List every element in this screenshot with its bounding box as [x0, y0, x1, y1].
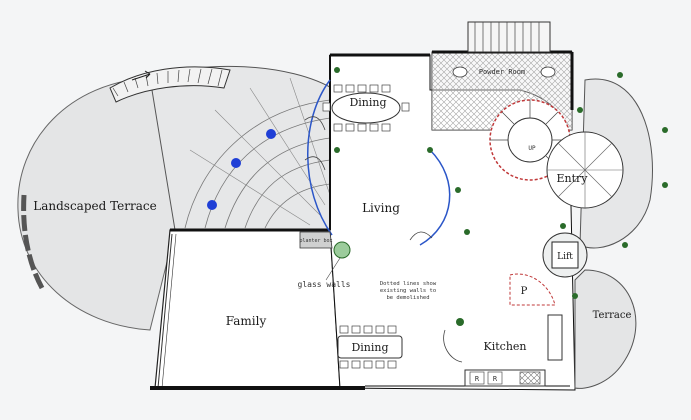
fixture-13	[572, 293, 578, 299]
terrace-stair	[109, 66, 231, 103]
fixture-7	[577, 107, 583, 113]
landscaped-terrace-label: Landscaped Terrace	[33, 199, 156, 213]
blue-light-3	[207, 200, 217, 210]
fixture-10	[662, 182, 668, 188]
powder-room-label: Powder Room	[479, 68, 525, 76]
fixture-8	[617, 72, 623, 78]
fixture-1	[334, 67, 340, 73]
living-label: Living	[362, 201, 400, 215]
demolish-note-line-3: be demolished	[386, 295, 429, 301]
kitchen-label: Kitchen	[484, 340, 527, 353]
up-label: UP	[528, 145, 536, 152]
entry-area: Entry	[546, 78, 653, 249]
glass-walls-note: glass walls	[298, 280, 351, 289]
pantry-label: P	[521, 286, 528, 297]
dining-upper-label: Dining	[349, 96, 386, 109]
blue-light-2	[231, 158, 241, 168]
family-label: Family	[226, 314, 267, 328]
blue-light-1	[266, 129, 276, 139]
pantry: P	[509, 273, 556, 306]
fixture-4	[455, 187, 461, 193]
demolish-note-line-1: Dotted lines show	[380, 281, 437, 287]
lift-label: Lift	[557, 252, 573, 262]
planter-label: planter box	[299, 238, 332, 244]
top-stair	[467, 21, 551, 53]
kitchen: R R Kitchen	[443, 314, 563, 387]
dining-table-upper: Dining	[322, 84, 410, 132]
fridge-1-label: R	[475, 375, 480, 383]
lift: Lift	[542, 232, 588, 278]
planter: planter box	[299, 231, 351, 259]
terrace-label: Terrace	[593, 310, 632, 321]
fixture-3	[427, 147, 433, 153]
fixture-11	[622, 242, 628, 248]
living-glass-wall	[304, 79, 451, 246]
fixture-12	[560, 223, 566, 229]
landscaped-terrace	[17, 77, 181, 331]
terrace-right: Terrace	[574, 269, 637, 389]
entry-label: Entry	[556, 172, 588, 185]
dining-table-lower: Dining	[337, 325, 403, 369]
fixture-2	[334, 147, 340, 153]
demolish-note-line-2: existing walls to	[380, 288, 436, 294]
outer-arc-zone	[149, 65, 336, 231]
family-room	[154, 228, 341, 389]
fixture-6	[456, 318, 464, 326]
dining-lower-label: Dining	[351, 341, 388, 354]
fixture-5	[464, 229, 470, 235]
fixture-9	[662, 127, 668, 133]
fridge-2-label: R	[493, 375, 498, 383]
